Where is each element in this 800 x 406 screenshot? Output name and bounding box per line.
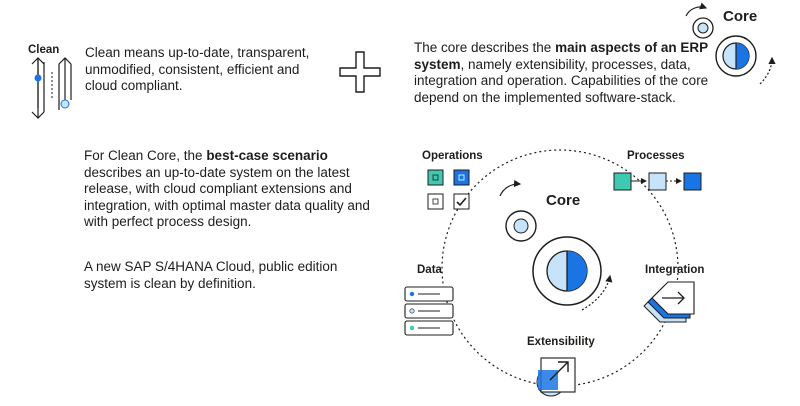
core-text-end: , namely extensibility, processes, data,…	[414, 56, 709, 105]
public-edition-paragraph: A new SAP S/4HANA Cloud, public edition …	[84, 259, 338, 291]
data-label: Data	[417, 264, 442, 276]
database-icon	[404, 286, 454, 336]
clean-description: Clean means up-to-date, transparent, unm…	[85, 45, 310, 93]
extensibility-icon	[536, 357, 576, 397]
scenario-highlight: best-case scenario	[206, 148, 328, 163]
core-text-start: The core describes the	[414, 40, 556, 55]
core-highlight: main aspects of an ERP system	[414, 40, 708, 72]
scenario-text-start: For Clean Core, the	[84, 148, 207, 163]
arrows-updown-icon	[31, 57, 72, 119]
operations-label: Operations	[422, 150, 483, 162]
gears-icon	[685, 2, 776, 85]
scenario-text-end: describes an up-to-date system on the la…	[84, 164, 370, 230]
extensibility-label: Extensibility	[527, 336, 595, 348]
center-core-label: Core	[546, 192, 581, 209]
scenario-paragraph: For Clean Core, the best-case scenario d…	[84, 148, 372, 231]
processes-label: Processes	[627, 150, 685, 162]
core-title: Core	[723, 8, 758, 25]
gears-icon	[499, 179, 613, 311]
operations-icon	[427, 169, 470, 210]
integration-label: Integration	[645, 264, 705, 276]
core-description: The core describes the main aspects of a…	[414, 40, 714, 106]
integration-icon	[643, 281, 695, 323]
processes-icon	[613, 172, 702, 191]
clean-label: Clean	[28, 44, 60, 56]
plus-icon	[339, 51, 381, 93]
